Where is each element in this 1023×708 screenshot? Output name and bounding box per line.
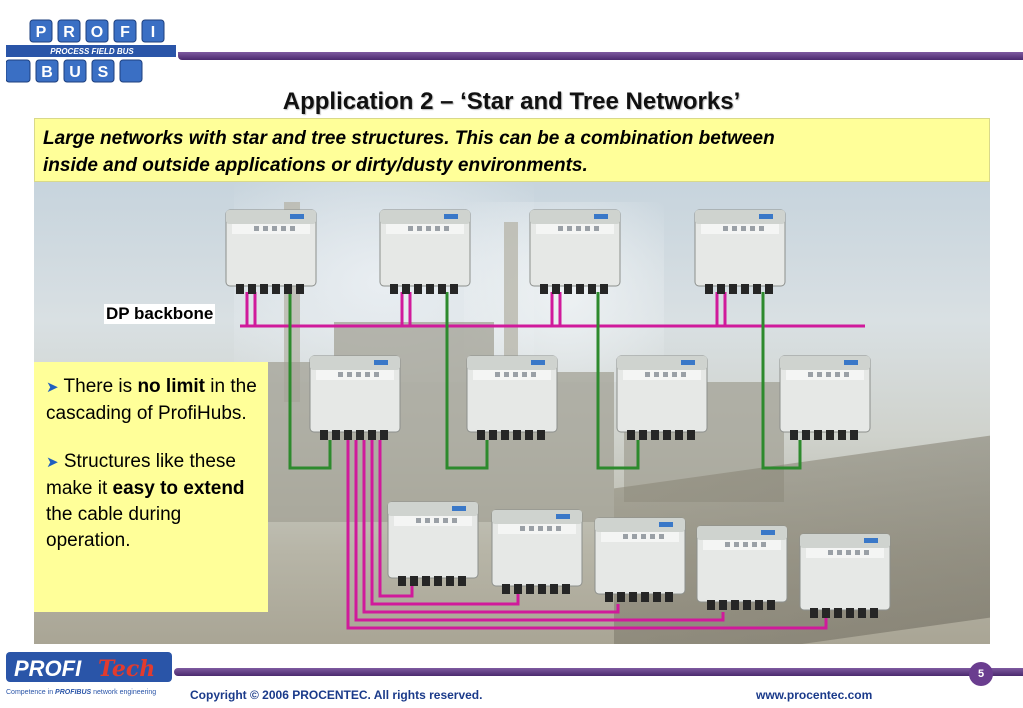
arrow-bullet-icon: ➤ <box>46 379 59 396</box>
profihub-device <box>799 533 891 619</box>
logo-letter: O <box>91 24 103 41</box>
profihub-device <box>379 209 471 295</box>
profihub-device <box>616 355 708 441</box>
profihub-device <box>594 517 686 603</box>
logo-tag: Competence in PROFIBUS network engineeri… <box>6 689 156 696</box>
profihub-device <box>466 355 558 441</box>
profihub-device <box>529 209 621 295</box>
profitech-logo: PROFI Tech Competence in PROFIBUS networ… <box>6 652 174 700</box>
subtitle-line-2: inside and outside applications or dirty… <box>43 155 588 176</box>
dp-backbone-label: DP backbone <box>104 304 216 324</box>
profihub-device <box>694 209 786 295</box>
arrow-bullet-icon: ➤ <box>46 454 59 471</box>
logo-letter: S <box>98 64 109 81</box>
profihub-device <box>387 501 479 587</box>
copyright-text: Copyright © 2006 PROCENTEC. All rights r… <box>190 688 483 702</box>
logo-letter: U <box>69 64 81 81</box>
page-number-badge: 5 <box>969 662 993 686</box>
logo-letter: F <box>120 24 130 41</box>
subtitle-box: Large networks with star and tree struct… <box>34 118 990 182</box>
header-rule <box>178 52 1023 60</box>
logo-letter: I <box>151 24 155 41</box>
footer-rule <box>174 668 1023 676</box>
website-link[interactable]: www.procentec.com <box>756 688 873 702</box>
profihub-device <box>491 509 583 595</box>
profihub-device <box>696 525 788 611</box>
logo-script-text: Tech <box>98 656 155 682</box>
logo-letter: R <box>63 24 75 41</box>
profibus-logo: P R O F I PROCESS FIELD BUS B U S <box>5 16 186 96</box>
profihub-device <box>309 355 401 441</box>
bullet-no-limit: ➤ There is no limit in the cascading of … <box>46 376 257 424</box>
logo-letter: P <box>36 24 47 41</box>
profihub-device <box>225 209 317 295</box>
bullet-easy-extend: ➤ Structures like these make it easy to … <box>46 451 245 551</box>
subtitle-line-1: Large networks with star and tree struct… <box>43 128 775 149</box>
logo-letter: B <box>41 64 53 81</box>
logo-main-text: PROFI <box>14 656 82 681</box>
info-box: ➤ There is no limit in the cascading of … <box>34 362 268 612</box>
page-title: Application 2 – ‘Star and Tree Networks’ <box>282 88 741 115</box>
profihub-device <box>779 355 871 441</box>
logo-tagline: PROCESS FIELD BUS <box>50 47 134 56</box>
